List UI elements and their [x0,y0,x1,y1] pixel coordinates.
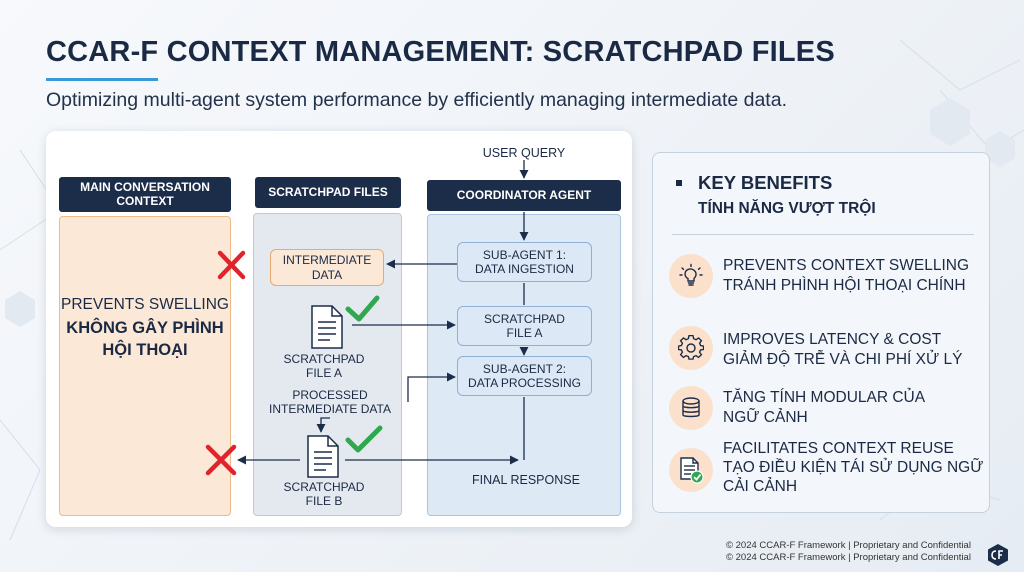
lightbulb-icon [669,254,713,298]
key-benefits-divider [672,234,974,235]
benefit-1-text: PREVENTS CONTEXT SWELLING TRÁNH PHÌNH HỘ… [723,256,969,296]
coordinator-file-a-line2: FILE A [506,326,543,340]
title-underline [46,78,158,81]
benefit-1-line1: PREVENTS CONTEXT SWELLING [723,257,970,274]
coordinator-file-a-node: SCRATCHPAD FILE A [457,306,592,346]
key-benefits-card [652,152,990,513]
processed-data-line1: PROCESSED [292,388,368,402]
ccar-logo-icon [988,544,1008,566]
intermediate-data-line1: INTERMEDIATE [282,253,372,268]
sub-agent-1-line1: SUB-AGENT 1: [482,247,567,262]
page-subtitle: Optimizing multi-agent system performanc… [46,89,787,111]
gear-icon [669,326,713,370]
final-response-label: FINAL RESPONSE [472,473,580,487]
coordinator-agent-header: COORDINATOR AGENT [427,180,621,211]
footer-copyright-2: © 2024 CCAR-F Framework | Proprietary an… [726,552,971,563]
benefit-1-line2: TRÁNH PHÌNH HỘI THOẠI CHÍNH [723,277,966,295]
benefit-3-line2: NGỮ CẢNH [723,409,808,427]
benefit-3-line1: TĂNG TÍNH MODULAR CỦA [723,389,926,406]
document-check-icon [669,448,713,492]
main-no-swelling-vi-line1: KHÔNG GÂY PHÌNH [66,319,224,337]
scratchpad-file-a-line1: SCRATCHPAD [283,352,365,366]
scratchpad-file-b-line1: SCRATCHPAD [283,480,365,494]
key-benefits-subtitle: TÍNH NĂNG VƯỢT TRỘI [698,200,876,217]
main-no-swelling-vi-line2: HỘI THOẠI [102,341,188,359]
key-benefits-bullet [676,180,682,186]
scratchpad-file-a-label: SCRATCHPAD FILE A [268,352,380,381]
sub-agent-2-node: SUB-AGENT 2: DATA PROCESSING [457,356,592,396]
scratchpad-file-b-line2: FILE B [305,494,343,509]
benefit-2-line1: IMPROVES LATENCY & COST [723,331,942,348]
benefit-4-line1: FACILITATES CONTEXT REUSE [723,440,954,457]
benefit-4-line2: TẠO ĐIỀU KIỆN TÁI SỬ DỤNG NGỮ [723,458,984,476]
processed-data-line2: INTERMEDIATE DATA [268,402,391,417]
main-context-header: MAIN CONVERSATION CONTEXT [59,177,231,212]
benefit-2-line2: GIẢM ĐỘ TRỄ VÀ CHI PHÍ XỬ LÝ [723,351,963,369]
coordinator-agent-header-label: COORDINATOR AGENT [456,187,592,202]
main-context-header-line1: MAIN CONVERSATION [80,179,210,194]
scratchpad-file-b-label: SCRATCHPAD FILE B [268,480,380,509]
user-query-label: USER QUERY [482,146,566,160]
benefit-4-line3: CẢI CẢNH [723,477,798,495]
intermediate-data-line2: DATA [311,267,343,282]
main-context-panel [59,216,231,516]
intermediate-data-node: INTERMEDIATE DATA [270,249,384,286]
page-title: CCAR-F CONTEXT MANAGEMENT: SCRATCHPAD FI… [46,36,835,68]
sub-agent-1-node: SUB-AGENT 1: DATA INGESTION [457,242,592,282]
benefit-3-text: TĂNG TÍNH MODULAR CỦA NGỮ CẢNH [723,388,925,428]
key-benefits-title: KEY BENEFITS [698,172,833,193]
scratchpad-file-a-line2: FILE A [305,366,343,381]
database-icon [669,386,713,430]
benefit-2-text: IMPROVES LATENCY & COST GIẢM ĐỘ TRỄ VÀ C… [723,330,962,370]
benefit-4-text: FACILITATES CONTEXT REUSE TẠO ĐIỀU KIỆN … [723,440,983,497]
footer-copyright-1: © 2024 CCAR-F Framework | Proprietary an… [726,540,971,551]
scratchpad-files-header: SCRATCHPAD FILES [255,177,401,208]
sub-agent-2-line2: DATA PROCESSING [468,376,581,390]
sub-agent-2-line1: SUB-AGENT 2: [482,361,567,376]
scratchpad-files-header-label: SCRATCHPAD FILES [268,184,388,199]
sub-agent-1-line2: DATA INGESTION [475,262,574,276]
main-context-header-line2: CONTEXT [116,193,174,208]
processed-data-label: PROCESSED INTERMEDIATE DATA [262,388,398,417]
main-prevents-swelling-label: PREVENTS SWELLING [61,296,229,313]
coordinator-file-a-line1: SCRATCHPAD [484,311,565,326]
